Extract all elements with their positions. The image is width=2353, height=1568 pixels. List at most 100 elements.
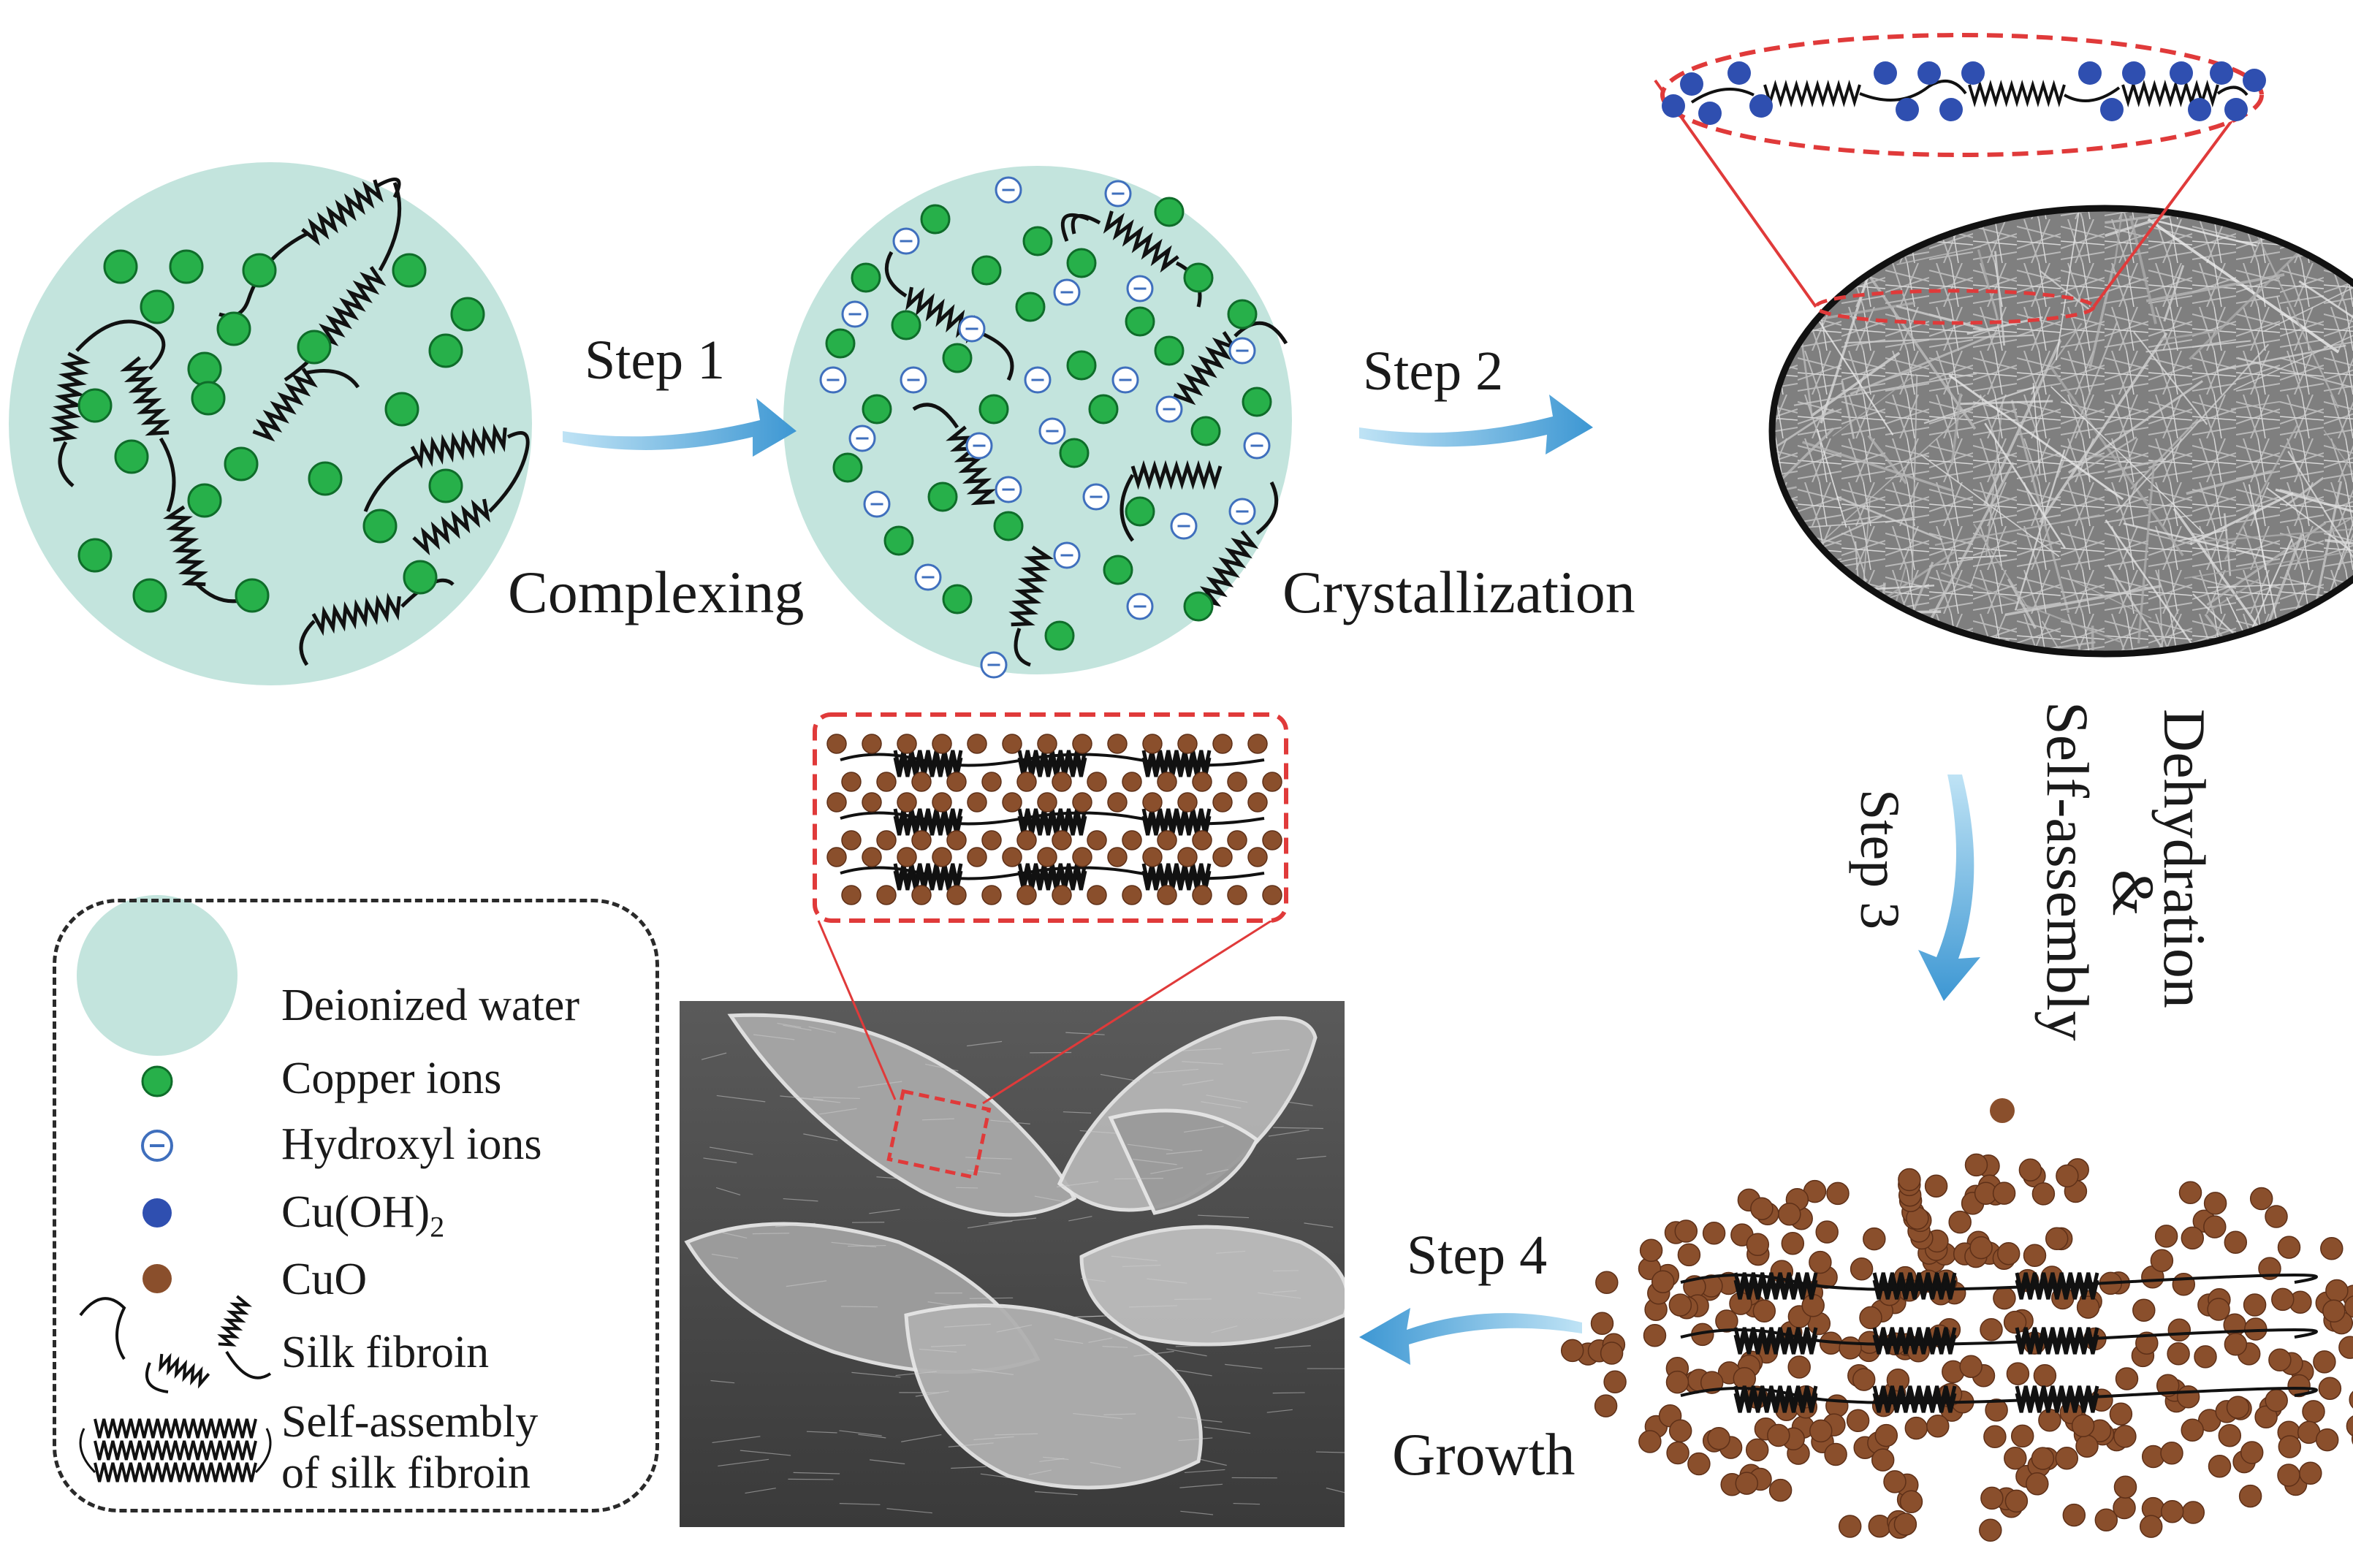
cuo-particle [2113, 1497, 2135, 1519]
panel-crystallization [1581, 35, 2353, 823]
cuo-particle [2349, 1389, 2353, 1411]
copper-ion [309, 463, 341, 495]
cuo-particle [842, 772, 861, 791]
cuo-particle [982, 886, 1001, 905]
copper-ion [1068, 249, 1095, 277]
cuo-particle [2219, 1425, 2240, 1447]
cuo-particle [1863, 1228, 1885, 1250]
cuo-particle [1003, 848, 1022, 867]
cuo-particle [2194, 1346, 2216, 1368]
cuo-particle [1263, 886, 1282, 905]
cuo-particle [1905, 1417, 1927, 1439]
cuo-particle [1038, 793, 1057, 812]
cuo-particle [1003, 734, 1022, 753]
copper-ion [885, 527, 913, 555]
hydroxyl-ion [1040, 419, 1065, 444]
legend-label-silk: Silk fibroin [281, 1330, 489, 1375]
cuo-particle [2078, 1296, 2099, 1318]
cuo-particle [1875, 1425, 1897, 1447]
nanowire [1695, 317, 1815, 328]
hydroxyl-ion [1157, 397, 1182, 422]
cuo-particle [1595, 1395, 1617, 1417]
cuo-particle [2007, 1363, 2029, 1385]
cuo-particle [2046, 1228, 2068, 1249]
hydroxyl-ion [967, 433, 992, 458]
hydroxyl-ion [1084, 484, 1109, 509]
nanowire [1685, 487, 1796, 510]
legend-label-cuoh2: Cu(OH)2 [281, 1190, 444, 1241]
cuo-particle [2180, 1181, 2202, 1203]
cuo-particle [2346, 1415, 2353, 1437]
copper-ion [1046, 622, 1073, 650]
cuo-particle [1884, 1471, 1906, 1493]
cuo-particle [2182, 1502, 2204, 1523]
nanowire [1790, 598, 1796, 823]
cuo-particle [1038, 848, 1057, 867]
copper-ion [393, 254, 425, 286]
dehydration-label: Dehydration [2154, 709, 2214, 1008]
cuo-particle [2251, 1188, 2273, 1210]
cuo-petal [1082, 1227, 1347, 1344]
cuo-particle [2031, 1447, 2053, 1469]
copper-ion [863, 395, 891, 423]
copper-ion [852, 264, 880, 292]
cuo-particle [1108, 734, 1127, 753]
cuo-particle [1688, 1453, 1710, 1475]
cuo-particle [1993, 1182, 2015, 1204]
cuo-particle [1178, 734, 1197, 753]
cuo-particle [2076, 1435, 2098, 1457]
cuo-particle [1980, 1519, 2002, 1541]
cuo-particle [1751, 1198, 1773, 1219]
cuo-particle [2265, 1390, 2287, 1412]
cuo-particle [1703, 1222, 1725, 1244]
step2-arrow [1359, 395, 1593, 454]
cuo-particle [2224, 1231, 2246, 1253]
step2-label: Step 2 [1363, 343, 1503, 399]
cuo-particle [1984, 1426, 2006, 1447]
cuo-particle [2178, 1386, 2200, 1408]
cuo-particle [1178, 793, 1197, 812]
hydroxyl-ion [1106, 181, 1130, 206]
cuo-particle [2227, 1396, 2249, 1418]
cuo-particle [1667, 1442, 1689, 1464]
cuo-particle [1143, 848, 1162, 867]
cuo-particle [2140, 1515, 2162, 1537]
cuo-particle [1669, 1294, 1691, 1316]
copper-ion [826, 330, 854, 357]
cuo-particle [2314, 1351, 2335, 1373]
hydroxyl-ion [1128, 594, 1152, 619]
cuo-particle [2300, 1462, 2322, 1484]
hydroxyl-ion [1244, 433, 1269, 458]
cuoh2-particle [2210, 61, 2233, 85]
copper-ion [189, 484, 221, 517]
cuo-particle [2209, 1455, 2231, 1477]
cuo-particle [1746, 1439, 1768, 1461]
cuoh2-particle [1662, 94, 1685, 118]
cuo-particle [1926, 1175, 1947, 1197]
cuo-particle [1990, 1098, 2015, 1123]
step3-label: Step 3 [1852, 789, 1907, 929]
copper-ion [364, 510, 396, 542]
cuo-particle [947, 831, 966, 850]
cuo-particle [2161, 1442, 2183, 1464]
cuo-particle [1213, 848, 1232, 867]
copper-ion [892, 311, 920, 339]
petal-texture [956, 1187, 978, 1188]
cuoh2-particle [2188, 98, 2211, 121]
panel-complexing [783, 166, 1292, 677]
copper-ion [404, 561, 436, 593]
hydroxyl-ion [1230, 499, 1255, 524]
cuo-particle [2224, 1333, 2246, 1355]
cuo-particle [1562, 1339, 1584, 1361]
cuo-particle [1826, 1395, 1848, 1417]
copper-ion [115, 441, 148, 473]
cuo-particle [2056, 1165, 2078, 1187]
cuo-particle [1753, 1300, 1775, 1322]
legend-label-copper: Copper ions [281, 1056, 501, 1101]
cuoh2-particle [1917, 61, 1941, 85]
nanowire [1803, 639, 1877, 690]
cuo-particle [1017, 772, 1036, 791]
cuo-particle [1108, 848, 1127, 867]
legend-label-assembly-1: Self-assembly [281, 1399, 538, 1445]
